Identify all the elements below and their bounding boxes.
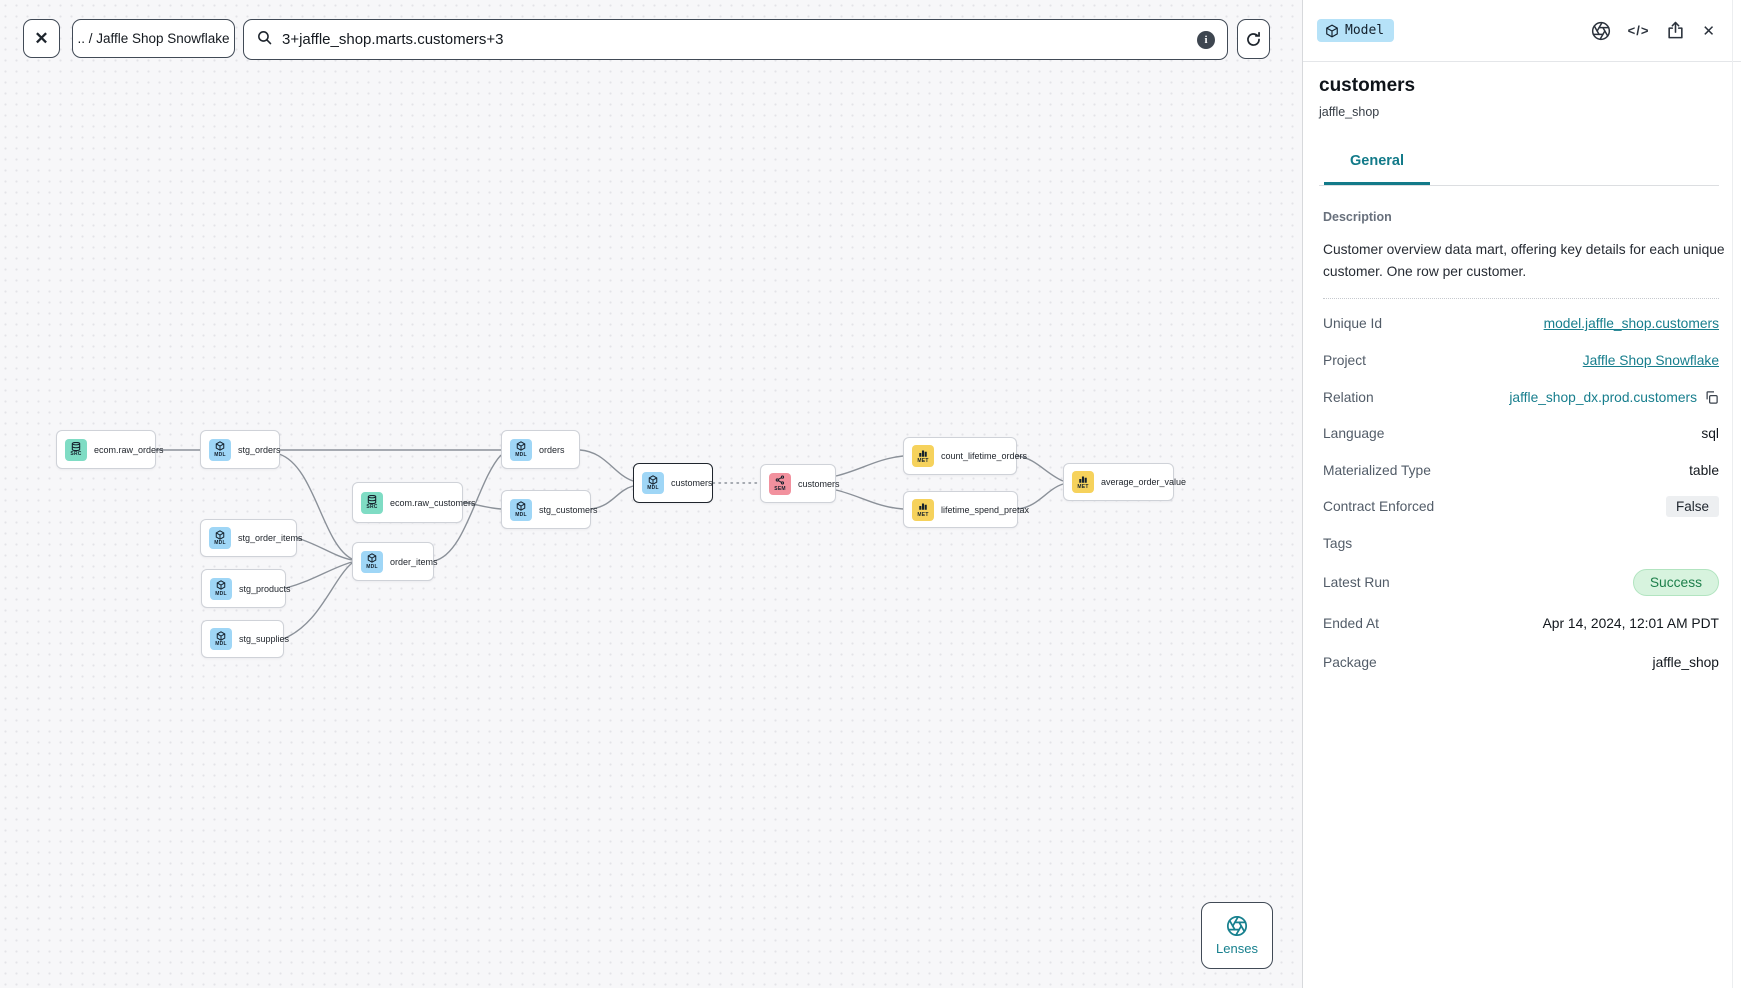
- dag-node-order-items[interactable]: MDL order_items: [352, 542, 438, 581]
- source-icon: SRC: [65, 438, 87, 461]
- package-subtitle: jaffle_shop: [1319, 105, 1380, 119]
- metric-icon: MET: [912, 498, 934, 521]
- materialized-type-value: table: [1689, 462, 1719, 478]
- page-title: customers: [1319, 75, 1416, 96]
- detail-row-unique-id: Unique Id model.jaffle_shop.customers: [1323, 316, 1719, 332]
- share-icon[interactable]: [1666, 21, 1685, 40]
- dag-node-customers-semantic[interactable]: SEM customers: [760, 464, 840, 503]
- detail-row-language: Language sql: [1323, 426, 1719, 442]
- search-icon: [256, 29, 273, 51]
- dag-node-stg-supplies[interactable]: MDL stg_supplies: [201, 620, 289, 658]
- section-divider: [1323, 297, 1719, 299]
- dag-node-lifetime-spend-pretax[interactable]: MET lifetime_spend_pretax: [903, 491, 1029, 528]
- breadcrumb[interactable]: .. / Jaffle Shop Snowflake: [72, 19, 235, 58]
- dag-node-stg-orders[interactable]: MDL stg_orders: [200, 430, 281, 469]
- metric-icon: MET: [912, 445, 934, 467]
- dag-node-ecom-raw-customers[interactable]: SRC ecom.raw_customers: [352, 482, 476, 523]
- panel-title-block: customers jaffle_shop General: [1303, 62, 1741, 186]
- details-panel: Model </> ✕: [1302, 0, 1741, 988]
- tab-general[interactable]: General: [1324, 153, 1430, 185]
- dag-node-customers-selected[interactable]: MDL customers: [633, 463, 713, 503]
- panel-header: Model </> ✕: [1303, 0, 1741, 62]
- refresh-button[interactable]: [1237, 19, 1270, 59]
- model-icon: MDL: [510, 438, 532, 461]
- detail-row-latest-run: Latest Run Success: [1323, 562, 1719, 603]
- panel-tabs: General: [1319, 152, 1719, 186]
- detail-row-package: Package jaffle_shop: [1323, 654, 1720, 670]
- close-lineage-button[interactable]: ✕: [23, 19, 60, 58]
- status-badge: Success: [1632, 568, 1719, 596]
- detail-row-ended-at: Ended At Apr 14, 2024, 12:01 AM PDT: [1323, 615, 1719, 631]
- search-input[interactable]: [282, 31, 1188, 48]
- copy-icon[interactable]: [1704, 390, 1719, 405]
- project-link[interactable]: Jaffle Shop Snowflake: [1582, 353, 1719, 369]
- lineage-search-bar[interactable]: i: [243, 19, 1228, 60]
- model-icon: MDL: [210, 628, 232, 650]
- language-value: sql: [1701, 426, 1719, 442]
- package-value: jaffle_shop: [1652, 654, 1720, 670]
- detail-row-contract-enforced: Contract Enforced False: [1323, 489, 1719, 526]
- lineage-canvas[interactable]: ✕ .. / Jaffle Shop Snowflake i SRC ecom.…: [0, 0, 1302, 988]
- explore-lenses-icon[interactable]: [1591, 21, 1611, 41]
- close-panel-icon[interactable]: ✕: [1702, 22, 1715, 40]
- model-icon: MDL: [209, 438, 231, 461]
- model-icon: MDL: [210, 577, 232, 600]
- info-icon[interactable]: i: [1197, 30, 1215, 49]
- detail-row-tags: Tags: [1323, 536, 1353, 552]
- detail-row-project: Project Jaffle Shop Snowflake: [1323, 353, 1719, 369]
- model-icon: MDL: [642, 472, 664, 494]
- model-icon: MDL: [510, 498, 532, 521]
- contract-enforced-badge: False: [1665, 496, 1719, 518]
- dag-node-average-order-value[interactable]: MET average_order_value: [1063, 463, 1186, 501]
- ended-at-value: Apr 14, 2024, 12:01 AM PDT: [1542, 615, 1719, 631]
- dag-node-ecom-raw-orders[interactable]: SRC ecom.raw_orders: [56, 430, 164, 469]
- description-text: Customer overview data mart, offering ke…: [1323, 242, 1725, 280]
- model-icon: MDL: [209, 527, 231, 549]
- cube-icon: [1326, 23, 1338, 38]
- lenses-aperture-icon: [1226, 915, 1248, 937]
- semantic-model-icon: SEM: [769, 472, 791, 495]
- view-code-icon[interactable]: </>: [1627, 23, 1650, 38]
- dag-node-stg-order-items[interactable]: MDL stg_order_items: [200, 519, 303, 557]
- description-label: Description: [1323, 210, 1392, 224]
- refresh-icon: [1247, 31, 1260, 46]
- panel-scrollbar-track[interactable]: [1732, 0, 1733, 988]
- dag-node-stg-customers[interactable]: MDL stg_customers: [501, 490, 598, 529]
- model-icon: MDL: [361, 550, 383, 573]
- panel-content: Description Customer overview data mart,…: [1303, 186, 1741, 680]
- dag-node-orders[interactable]: MDL orders: [501, 430, 580, 469]
- resource-type-badge: Model: [1317, 19, 1395, 42]
- dag-node-count-lifetime-orders[interactable]: MET count_lifetime_orders: [903, 437, 1027, 475]
- detail-row-materialized-type: Materialized Type table: [1323, 462, 1719, 478]
- source-icon: SRC: [361, 491, 383, 514]
- relation-value: jaffle_shop_dx.prod.customers: [1509, 389, 1697, 405]
- metric-icon: MET: [1072, 471, 1094, 493]
- unique-id-link[interactable]: model.jaffle_shop.customers: [1543, 316, 1719, 332]
- detail-row-relation: Relation jaffle_shop_dx.prod.customers: [1323, 379, 1719, 416]
- lenses-button[interactable]: Lenses: [1201, 902, 1273, 969]
- dag-node-stg-products[interactable]: MDL stg_products: [201, 569, 291, 608]
